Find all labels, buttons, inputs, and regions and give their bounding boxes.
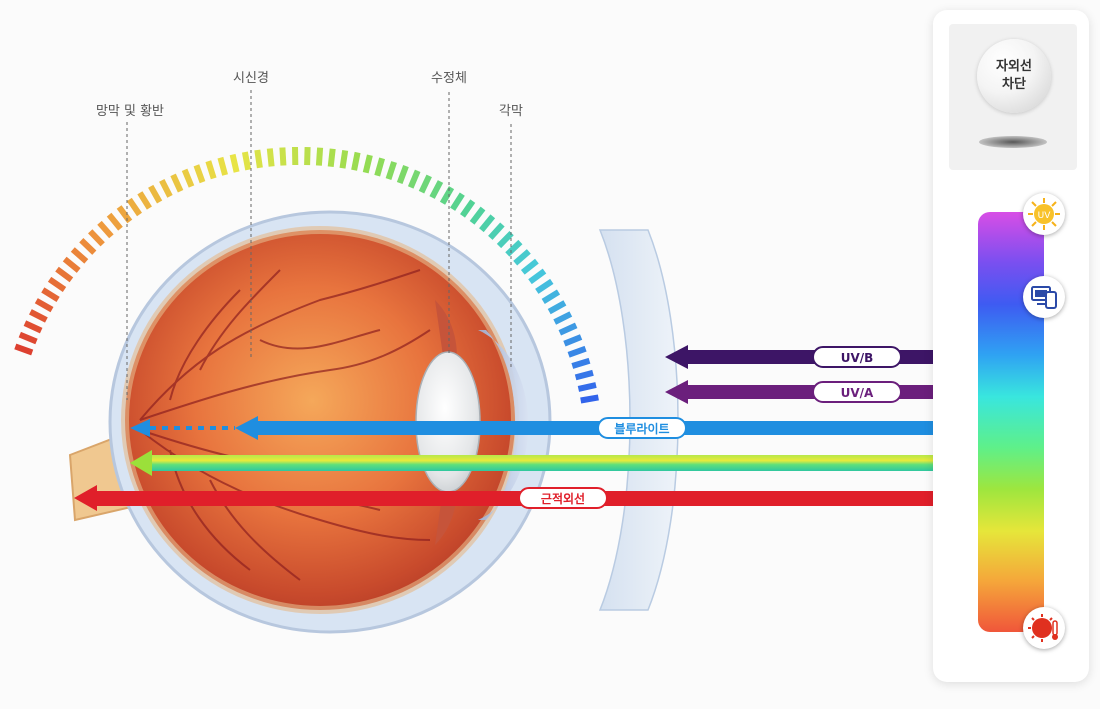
- arc-dash: [23, 320, 43, 334]
- spectrum-bar: [978, 212, 1044, 632]
- arc-dash: [181, 168, 195, 188]
- arc-dash: [254, 149, 263, 169]
- eyeball: [125, 230, 515, 610]
- arc-dash: [339, 149, 349, 169]
- arc-dash: [505, 239, 523, 257]
- arc-dash: [14, 343, 34, 356]
- arc-dash: [148, 184, 163, 204]
- leader-lines: [126, 90, 512, 400]
- arc-dash: [279, 147, 287, 166]
- infrared-heat-icon: [1023, 607, 1065, 649]
- arc-dash: [205, 160, 217, 180]
- uv-sun-icon: UV: [1023, 193, 1065, 235]
- arc-dash: [439, 186, 455, 205]
- tag-infrared: 근적외선: [518, 487, 608, 509]
- arc-dash: [266, 148, 275, 167]
- arc-dash: [558, 322, 578, 336]
- label-optic-nerve: 시신경: [233, 71, 269, 86]
- arc-dash: [450, 192, 465, 211]
- tag-uvb: UV/B: [812, 346, 902, 368]
- arc-dash: [374, 157, 385, 177]
- arc-dash: [547, 300, 567, 315]
- arc-dash: [79, 238, 97, 255]
- arc-dash: [479, 214, 496, 233]
- label-cornea: 각막: [499, 104, 523, 119]
- arc-dash: [469, 206, 486, 225]
- uv-block-ball: 자외선 차단: [977, 39, 1051, 113]
- arc-dash: [315, 147, 324, 166]
- arc-dash: [29, 309, 48, 323]
- arc-dash: [41, 287, 60, 302]
- arc-dash: [407, 169, 421, 189]
- blue-light-arrow: [130, 416, 933, 440]
- arc-dash: [496, 231, 514, 249]
- label-retina-macula: 망막 및 황반: [95, 104, 165, 119]
- uv-block-tile: 자외선 차단: [949, 24, 1077, 170]
- uv-block-shadow: [979, 136, 1047, 148]
- uv-block-label: 자외선 차단: [996, 59, 1032, 92]
- tag-blue-light: 블루라이트: [597, 417, 687, 439]
- arc-dash: [580, 394, 599, 404]
- arc-dash: [460, 199, 476, 218]
- arc-dash: [159, 179, 173, 198]
- arc-dash: [241, 151, 252, 171]
- arc-dash: [70, 247, 89, 264]
- arc-dash: [528, 268, 547, 285]
- svg-text:UV: UV: [1038, 211, 1052, 221]
- arc-dash: [577, 382, 597, 392]
- arc-dash: [217, 156, 228, 176]
- arc-dash: [126, 197, 142, 217]
- arc-dash: [97, 220, 114, 239]
- arc-dash: [418, 174, 432, 194]
- infrared-arrow: [74, 485, 933, 511]
- arc-dash: [351, 151, 361, 171]
- arc-dash: [62, 256, 81, 273]
- arc-dash: [385, 161, 397, 181]
- arc-dash: [396, 165, 409, 185]
- arc-dash: [304, 147, 311, 166]
- tag-uva: UV/A: [812, 381, 902, 403]
- arc-dash: [55, 266, 74, 283]
- arc-dash: [88, 229, 105, 247]
- arc-dash: [513, 249, 531, 266]
- screen-devices-icon: [1023, 276, 1065, 318]
- arc-dash: [362, 154, 373, 174]
- arc-dash: [137, 191, 152, 210]
- arc-dash: [116, 205, 133, 224]
- arc-dash: [429, 180, 444, 199]
- arc-dash: [563, 334, 583, 347]
- cornea: [478, 330, 529, 520]
- arc-dash: [106, 212, 123, 231]
- visible-light-arrow: [130, 450, 933, 476]
- retina-layer: [121, 226, 519, 614]
- arc-dash: [567, 345, 587, 358]
- label-lens: 수정체: [431, 71, 467, 86]
- arc-dash: [571, 357, 591, 369]
- spectrum-panel: 자외선 차단 UV: [933, 10, 1089, 682]
- arc-dash: [574, 369, 594, 381]
- arc-dash: [229, 153, 240, 173]
- arc-dash: [34, 298, 54, 313]
- arc-dash: [18, 331, 38, 345]
- arc-dash: [488, 222, 505, 240]
- arc-dash: [541, 289, 561, 304]
- arc-dash: [170, 173, 184, 193]
- spectrum-arc: [14, 146, 599, 404]
- arc-dash: [553, 311, 573, 325]
- arc-dash: [47, 276, 67, 292]
- arc-dash: [520, 258, 539, 275]
- arc-dash: [193, 164, 206, 184]
- arc-dash: [327, 148, 336, 168]
- arc-dash: [535, 278, 554, 294]
